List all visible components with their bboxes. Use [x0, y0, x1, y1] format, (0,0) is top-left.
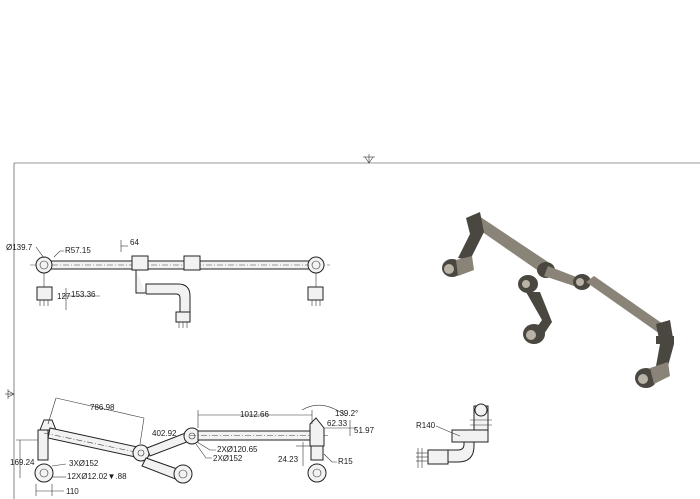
dim-length-51: 51.97 — [354, 426, 375, 435]
side-top-cap — [474, 403, 488, 417]
dim-length-1012: 1012.66 — [240, 410, 269, 419]
dim-length-62: 62.33 — [327, 419, 348, 428]
top-view: Ø139.7 R57.15 64 127 153.36 — [6, 238, 330, 328]
top-drop-arm — [135, 270, 191, 313]
front-left-foot-circle — [34, 463, 54, 483]
dim-width-110: 110 — [66, 487, 79, 496]
dim-dia-end: Ø139.7 — [6, 243, 33, 252]
top-right-end-circle — [307, 256, 325, 274]
dim-length-402: 402.92 — [152, 429, 177, 438]
dim-holes-152: 3XØ152 — [69, 459, 99, 468]
center-mark-left-icon — [5, 389, 15, 399]
side-bracket — [451, 429, 489, 443]
dim-height-169: 169.24 — [10, 458, 35, 467]
iso-left-bracket — [458, 212, 484, 260]
top-left-foot — [36, 286, 53, 301]
center-mark-top-icon — [363, 154, 375, 164]
top-left-end-circle — [35, 256, 53, 274]
front-left-post — [37, 429, 49, 461]
dim-radius-end: R57.15 — [65, 246, 91, 255]
front-right-head — [309, 417, 325, 447]
dim-length-786: 786.98 — [90, 403, 115, 412]
front-right-post — [310, 445, 324, 461]
dim-length-24: 24.23 — [278, 455, 299, 464]
front-view: 786.98 402.92 1012.66 139.2° 62.33 51.97… — [10, 397, 375, 496]
side-view: R140 — [416, 403, 492, 468]
dim-length-153: 153.36 — [71, 290, 96, 299]
dim-angle: 139.2° — [335, 409, 358, 418]
front-left-arm — [47, 427, 143, 459]
top-clamp-right — [183, 255, 201, 271]
sheet-frame — [5, 154, 700, 499]
dim-holes-152b: 2XØ152 — [213, 454, 243, 463]
side-foot — [427, 449, 449, 465]
iso-long-tube — [586, 276, 666, 334]
dim-radius-15: R15 — [338, 457, 353, 466]
iso-drop-arm — [526, 292, 552, 334]
front-lower-foot-circle — [173, 464, 193, 484]
front-right-foot-circle — [307, 463, 327, 483]
top-clamp-left — [131, 255, 149, 271]
dim-offset-127: 127 — [57, 292, 71, 301]
dim-offset-64: 64 — [130, 238, 139, 247]
dim-radius-140: R140 — [416, 421, 436, 430]
isometric-view — [442, 212, 674, 388]
dim-holes-12: 12XØ12.02▼.88 — [67, 472, 127, 481]
top-drop-foot — [175, 311, 191, 323]
top-right-foot — [307, 286, 324, 301]
dim-holes-120: 2XØ120.65 — [217, 445, 258, 454]
iso-upper-tube — [468, 214, 548, 272]
